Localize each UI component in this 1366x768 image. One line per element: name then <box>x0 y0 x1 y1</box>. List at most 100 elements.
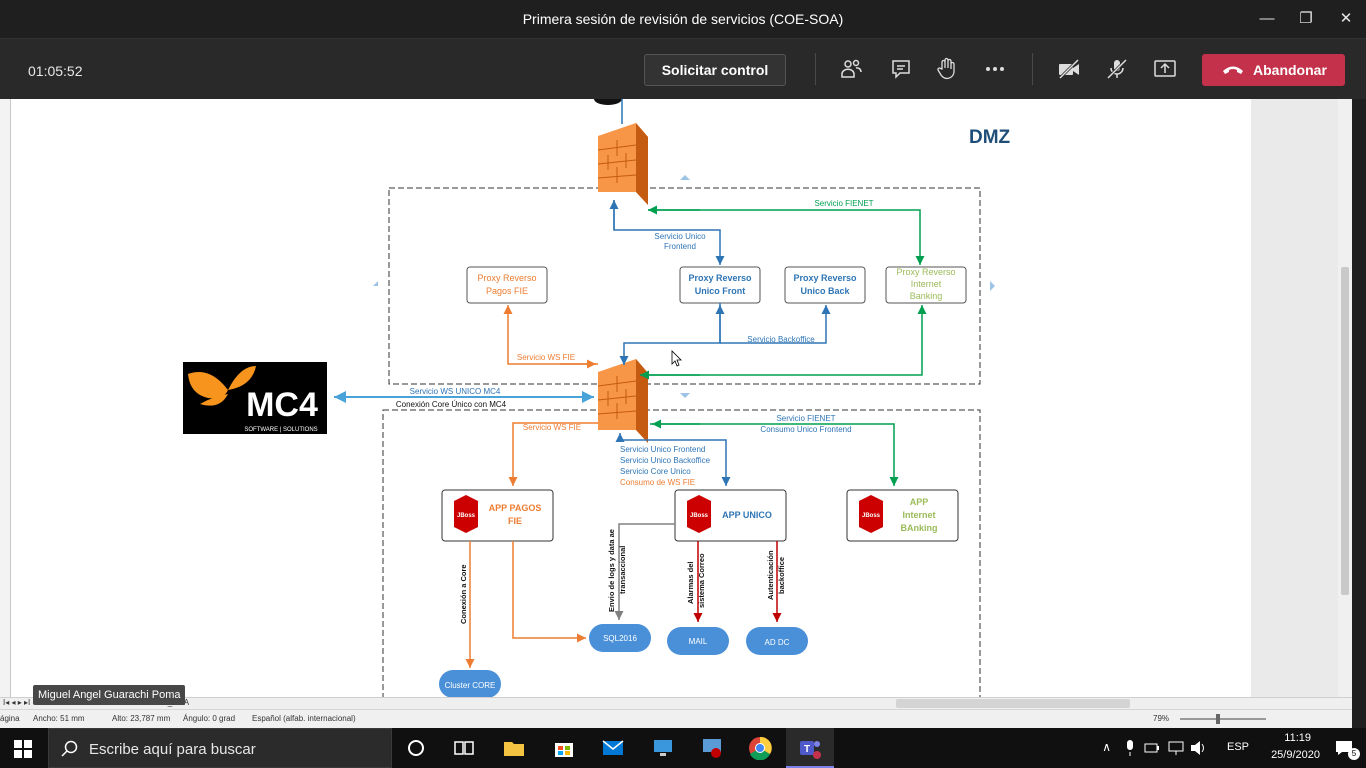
mouse-cursor <box>671 350 682 367</box>
teams-taskbar-button[interactable]: T <box>786 728 834 768</box>
volume-icon[interactable] <box>1190 740 1208 756</box>
status-zoom: 79% <box>1153 714 1170 723</box>
page-tab-bar: I◂ ◂ ▸ ▸I UNICO1 UNICO2 UNICO_SOA <box>0 697 1352 709</box>
tab-nav[interactable]: I◂ ◂ ▸ ▸I <box>3 698 31 707</box>
label-envio-logs-2: transaccional <box>618 546 627 594</box>
cortana-icon[interactable] <box>404 736 428 760</box>
architecture-diagram: DMZ <box>183 99 1011 697</box>
meeting-toolbar: 01:05:52 Solicitar control Abandonar <box>0 38 1366 99</box>
label-alarmas-2: sistema Correo <box>697 553 706 608</box>
label-envio-logs-1: Envio de logs y data ae <box>607 529 616 612</box>
sql-label: SQL2016 <box>603 634 637 643</box>
minimize-button[interactable]: — <box>1259 10 1275 27</box>
dmz-label: DMZ <box>969 127 1011 148</box>
label-servicio-unico: Servicio Unico <box>654 232 706 241</box>
chevron-up-icon[interactable]: ∧ <box>1102 740 1111 754</box>
clock-time[interactable]: 11:19 <box>1284 732 1311 744</box>
request-control-button[interactable]: Solicitar control <box>644 54 786 86</box>
zoom-slider-thumb[interactable] <box>1216 714 1220 724</box>
mic-off-icon[interactable] <box>1105 57 1129 81</box>
label-fienet-top: Servicio FIENET <box>814 199 873 208</box>
window-title: Primera sesión de revisión de servicios … <box>522 11 844 27</box>
network-icon[interactable] <box>1167 740 1185 756</box>
windows-start-icon[interactable] <box>14 740 32 758</box>
jboss-label: JBoss <box>690 513 709 519</box>
jboss-label: JBoss <box>457 513 476 519</box>
toolbar-divider <box>1032 53 1033 85</box>
leave-button[interactable]: Abandonar <box>1202 54 1345 86</box>
label-l3: Servicio Core Unico <box>620 467 691 476</box>
label-conexion-core-mc4: Conexión Core Único con MC4 <box>396 400 507 409</box>
app-ib-label-2: Internet <box>902 510 935 520</box>
arrow-unico-app <box>620 439 731 486</box>
clock-date[interactable]: 25/9/2020 <box>1271 749 1320 761</box>
search-placeholder: Escribe aquí para buscar <box>89 741 256 758</box>
task-view-icon[interactable] <box>452 736 476 760</box>
arrow-ws-fie-lower <box>508 422 598 486</box>
scrollbar-thumb[interactable] <box>1341 267 1349 595</box>
label-alarmas-1: Alarmas del <box>686 561 695 604</box>
maximize-button[interactable]: ❐ <box>1299 10 1313 27</box>
proxy-unico-back-box[interactable] <box>784 266 866 304</box>
leave-label: Abandonar <box>1253 62 1327 78</box>
windows-taskbar: Escribe aquí para buscar T ∧ ESP 11:19 2… <box>0 728 1366 768</box>
svg-text:T: T <box>804 744 810 755</box>
firewall-middle <box>597 359 648 443</box>
vertical-scrollbar[interactable] <box>1338 99 1352 697</box>
chat-icon[interactable] <box>889 57 913 81</box>
network-monitor-icon[interactable] <box>700 736 724 760</box>
horizontal-scrollbar-thumb[interactable] <box>896 699 1130 708</box>
mc4-tagline: SOFTWARE | SOLUTIONS <box>244 427 317 433</box>
app-pagos-label-1: APP PAGOS <box>489 503 542 513</box>
top-node <box>594 99 622 105</box>
addc-node[interactable] <box>746 627 808 655</box>
proxy-ib-box[interactable] <box>885 266 967 304</box>
addc-label: AD DC <box>765 638 790 647</box>
store-icon[interactable] <box>552 736 576 760</box>
notification-count: 5 <box>1348 748 1360 760</box>
internal-zone <box>382 409 981 697</box>
more-options-icon[interactable] <box>983 57 1007 81</box>
app-unico-box[interactable]: JBoss APP UNICO <box>674 489 787 542</box>
remote-desktop-icon[interactable] <box>651 736 675 760</box>
label-autenticacion-1: Autenticación <box>766 550 775 600</box>
language-indicator[interactable]: ESP <box>1226 741 1249 753</box>
close-button[interactable]: ✕ <box>1339 10 1353 27</box>
selection-handle <box>373 281 378 286</box>
cluster-node[interactable] <box>439 670 501 697</box>
sql-node[interactable] <box>589 624 651 652</box>
app-ib-box[interactable]: JBoss APP Internet BAnking <box>846 489 959 542</box>
raise-hand-icon[interactable] <box>935 57 959 81</box>
vertical-ruler <box>0 99 11 697</box>
status-width: Ancho: 51 mm <box>33 714 85 723</box>
label-l4: Consumo de WS FIE <box>620 478 695 487</box>
search-icon <box>61 740 78 757</box>
app-ib-label-1: APP <box>910 497 929 507</box>
battery-icon[interactable] <box>1144 741 1160 755</box>
status-language: Español (alfab. internacional) <box>252 714 356 723</box>
status-page: ágina <box>0 714 20 723</box>
microphone-icon[interactable] <box>1124 740 1136 756</box>
label-backoffice: Servicio Backoffice <box>747 335 815 344</box>
participant-name-tag: Miguel Angel Guarachi Poma <box>33 685 186 705</box>
proxy-ib-label-3: Banking <box>910 291 943 301</box>
mail-node[interactable] <box>667 627 729 655</box>
share-screen-icon[interactable] <box>1153 57 1177 81</box>
label-consumo-frontend: Consumo Unico Frontend <box>760 425 851 434</box>
taskbar-search[interactable]: Escribe aquí para buscar <box>48 728 392 768</box>
label-l2: Servicio Unico Backoffice <box>620 456 711 465</box>
proxy-pagos-box[interactable] <box>466 266 548 304</box>
arrow-backoffice <box>720 305 831 344</box>
window-titlebar: Primera sesión de revisión de servicios … <box>0 0 1366 38</box>
proxy-unico-back-label-2: Unico Back <box>800 286 850 296</box>
zoom-slider[interactable] <box>1180 718 1266 720</box>
chrome-icon[interactable] <box>748 736 772 760</box>
app-pagos-box[interactable]: JBoss APP PAGOS FIE <box>441 489 554 542</box>
file-explorer-icon[interactable] <box>502 736 526 760</box>
cluster-label: Cluster CORE <box>445 681 496 690</box>
participants-icon[interactable] <box>839 57 863 81</box>
mc4-brand: MC4 <box>246 386 318 424</box>
mail-icon[interactable] <box>601 736 625 760</box>
mail-label: MAIL <box>689 637 708 646</box>
camera-off-icon[interactable] <box>1057 57 1081 81</box>
